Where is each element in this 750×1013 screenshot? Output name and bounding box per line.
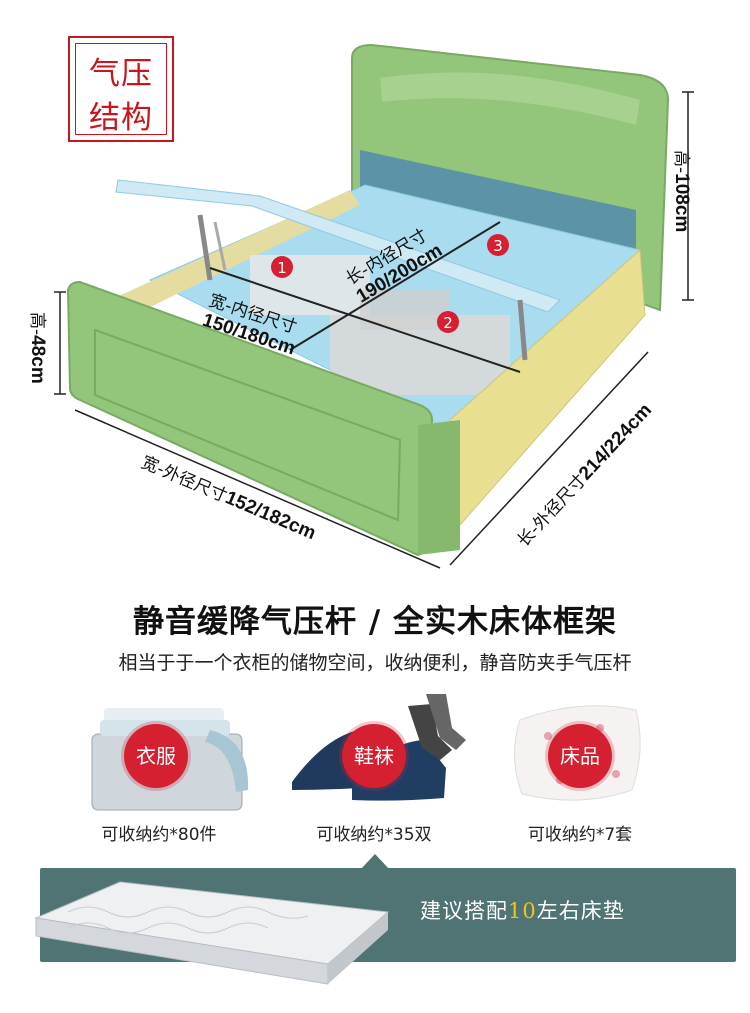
headline: 静音缓降气压杆 / 全实木床体框架 [133, 604, 617, 640]
marker-3 [487, 234, 509, 256]
badge-clothes: 衣服 [124, 724, 188, 788]
marker-1 [271, 256, 293, 278]
foot-height-label: 高-48cm [27, 312, 48, 384]
marker-3-label: 3 [493, 237, 503, 255]
marker-1-label: 1 [277, 259, 287, 277]
head-height-label: 高-108cm [671, 150, 692, 233]
caption-bedding: 可收纳约*7套 [527, 825, 633, 845]
banner-text: 建议搭配10左右床垫 [420, 899, 625, 923]
subline: 相当于于一个衣柜的储物空间，收纳便利，静音防夹手气压杆 [118, 652, 632, 674]
banner-pointer [360, 854, 390, 870]
stamp-line-2: 结构 [89, 100, 153, 136]
stamp-line-1: 气压 [89, 56, 153, 92]
caption-shoes: 可收纳约*35双 [316, 825, 432, 845]
mattress-image [34, 881, 390, 985]
marker-2-label: 2 [443, 314, 453, 332]
stamp-logo: 气压 结构 [68, 36, 174, 142]
caption-clothes: 可收纳约*80件 [101, 825, 217, 845]
bed-illustration: 1 2 3 [54, 43, 694, 569]
badge-bedding: 床品 [548, 724, 612, 788]
badge-shoes: 鞋袜 [342, 724, 406, 788]
marker-2 [437, 311, 459, 333]
